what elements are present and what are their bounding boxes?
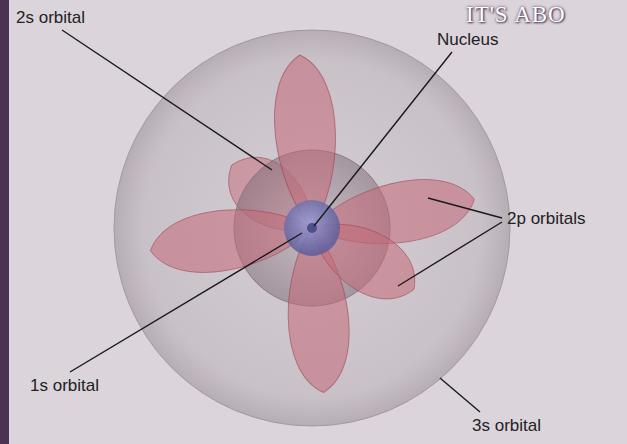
- leader-line: [398, 222, 502, 286]
- orbital-label: 2p orbitals: [507, 209, 585, 229]
- leader-line: [314, 52, 452, 226]
- orbital-label: 3s orbital: [472, 416, 541, 436]
- leader-line: [70, 233, 302, 372]
- orbital-1s: [284, 200, 340, 256]
- orbital-label: 1s orbital: [30, 376, 99, 396]
- leader-line: [440, 378, 480, 412]
- orbital-label: 2s orbital: [16, 8, 85, 28]
- orbital-3s: [114, 30, 510, 426]
- side-band: [0, 0, 9, 444]
- slide-title: IT'S ABO: [466, 2, 566, 27]
- leader-line: [62, 30, 272, 170]
- leader-line: [428, 198, 502, 218]
- orbital-label: Nucleus: [437, 30, 498, 50]
